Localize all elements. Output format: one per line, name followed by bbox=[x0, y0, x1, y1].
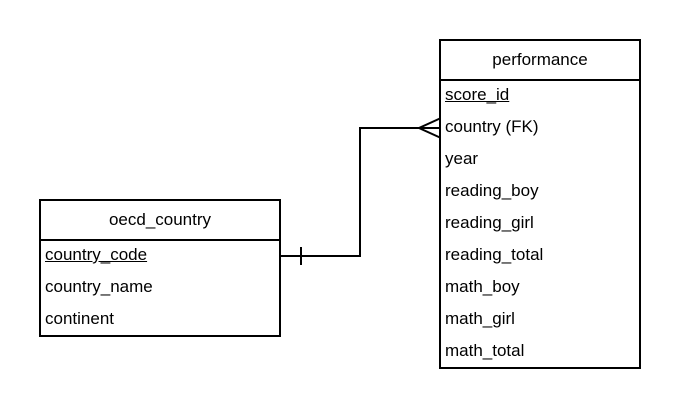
reading-total-attribute: reading_total bbox=[445, 245, 544, 264]
performance-attributes: score_id country (FK) year reading_boy r… bbox=[441, 81, 639, 369]
many-cardinality-marker bbox=[416, 117, 442, 139]
math-girl-attribute: math_girl bbox=[445, 309, 515, 328]
year-attribute: year bbox=[445, 149, 479, 168]
reading-girl-attribute: reading_girl bbox=[445, 213, 534, 232]
continent-attribute: continent bbox=[45, 309, 114, 328]
oecd-country-entity[interactable]: oecd_country country_code country_name c… bbox=[39, 199, 281, 337]
country-fk-attribute: country (FK) bbox=[445, 117, 539, 136]
performance-title: performance bbox=[441, 41, 639, 81]
country-code-attribute: country_code bbox=[45, 245, 148, 264]
oecd-country-title: oecd_country bbox=[41, 201, 279, 241]
score-id-attribute: score_id bbox=[445, 85, 510, 104]
performance-entity[interactable]: performance score_id country (FK) year r… bbox=[439, 39, 641, 369]
oecd-country-attributes: country_code country_name continent bbox=[41, 241, 279, 337]
relationship-line bbox=[281, 127, 441, 257]
reading-boy-attribute: reading_boy bbox=[445, 181, 539, 200]
math-total-attribute: math_total bbox=[445, 341, 525, 360]
country-name-attribute: country_name bbox=[45, 277, 153, 296]
math-boy-attribute: math_boy bbox=[445, 277, 520, 296]
